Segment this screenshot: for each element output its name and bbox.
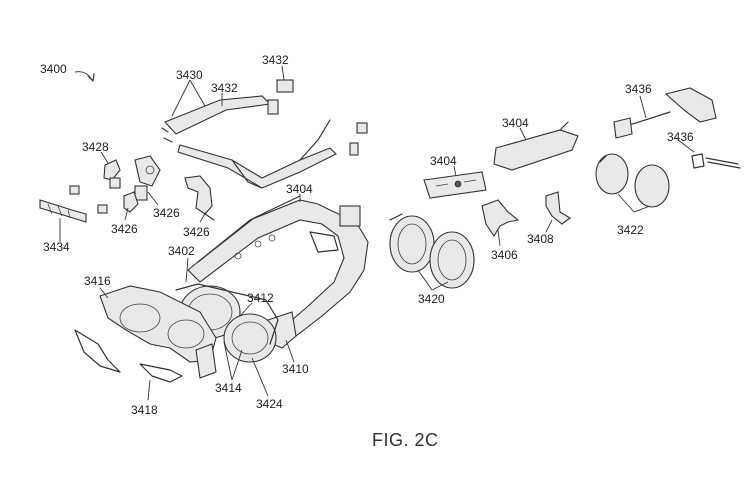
ref-3422-label: 3422	[617, 223, 644, 237]
ref-3434-label: 3434	[43, 240, 70, 254]
ref-3408-label: 3408	[527, 232, 554, 246]
ref-3430-label: 3430	[176, 68, 203, 82]
ref-3412-label: 3412	[247, 291, 274, 305]
assembly-arrow	[74, 71, 93, 81]
ref-3436-label: 3436	[667, 130, 694, 144]
small-mount-parts	[481, 191, 571, 247]
clip-part	[356, 122, 368, 134]
ref-3400-label: 3400	[40, 62, 67, 76]
ref-3424-label: 3424	[256, 397, 283, 411]
ref-3428-label: 3428	[82, 140, 109, 154]
flex-cable-assembly	[161, 65, 337, 189]
right-lenses	[595, 153, 670, 213]
eye-cups	[389, 213, 475, 291]
figure-caption: FIG. 2C	[372, 430, 439, 450]
bracket-parts	[39, 151, 215, 242]
circuit-board	[423, 165, 487, 199]
ref-3414-label: 3414	[215, 381, 242, 395]
front-visor	[74, 285, 217, 401]
ref-3406-label: 3406	[491, 248, 518, 262]
ref-3432-label: 3432	[262, 53, 289, 67]
ref-3404-label: 3404	[430, 154, 457, 168]
clip-part	[349, 142, 359, 156]
ref-3426-label: 3426	[183, 225, 210, 239]
ref-3402-label: 3402	[168, 244, 195, 258]
ref-3416-label: 3416	[84, 274, 111, 288]
top-bar-right	[493, 121, 579, 171]
ref-3426-label: 3426	[153, 206, 180, 220]
ref-3436-label: 3436	[625, 82, 652, 96]
ref-3432-label: 3432	[211, 81, 238, 95]
ref-3418-label: 3418	[131, 403, 158, 417]
ref-3404-label: 3404	[502, 116, 529, 130]
ref-3426-label: 3426	[111, 222, 138, 236]
assembly-arrowhead	[87, 73, 95, 82]
ref-3410-label: 3410	[282, 362, 309, 376]
temple-arm	[613, 87, 741, 169]
ref-3420-label: 3420	[418, 292, 445, 306]
ref-3404-label: 3404	[286, 182, 313, 196]
